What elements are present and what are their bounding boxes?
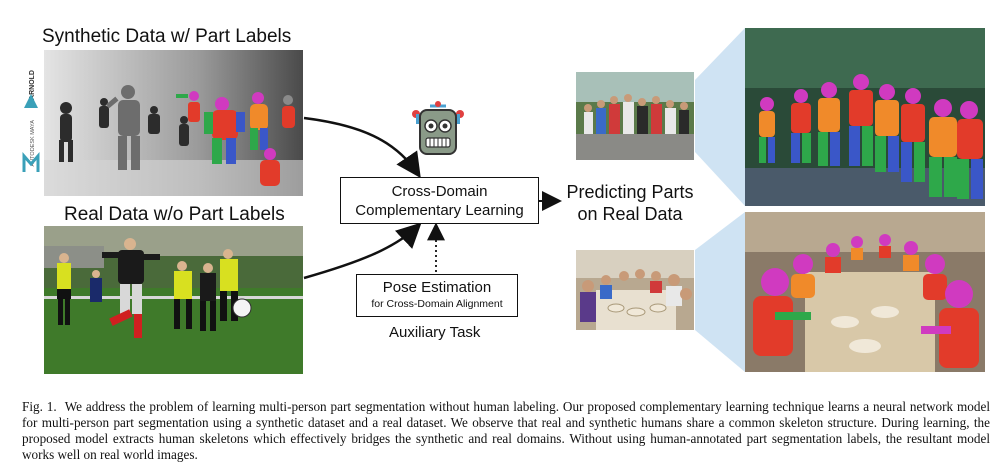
robot-icon <box>410 100 466 160</box>
synthetic-data-image <box>44 50 303 196</box>
caption-text: We address the problem of learning multi… <box>22 399 990 462</box>
pose-line2: for Cross-Domain Alignment <box>371 298 503 310</box>
real-data-title: Real Data w/o Part Labels <box>64 204 285 225</box>
pose-line1: Pose Estimation <box>382 279 492 296</box>
real-input-image-bottom <box>576 250 694 330</box>
arnold-logo-text: ARNOLD <box>29 70 36 100</box>
cdcl-line2: Complementary Learning <box>355 202 524 219</box>
pose-estimation-box: Pose Estimation for Cross-Domain Alignme… <box>356 274 518 317</box>
real-input-image-top <box>576 72 694 160</box>
prediction-image-bottom <box>745 212 985 372</box>
synthetic-to-cdcl-arrow <box>303 116 421 179</box>
maya-logo-text: AUTODESK MAYA <box>30 120 36 167</box>
predicting-parts-label: Predicting Parts on Real Data <box>566 181 694 225</box>
cross-domain-learning-box: Cross-Domain Complementary Learning <box>340 177 539 224</box>
zoom-wedge-bottom <box>695 212 745 372</box>
prediction-image-top <box>745 28 985 206</box>
predict-line1: Predicting Parts <box>566 182 694 202</box>
predict-line2: on Real Data <box>577 204 683 224</box>
zoom-wedge-top <box>695 28 745 206</box>
synthetic-data-title: Synthetic Data w/ Part Labels <box>42 26 292 47</box>
real-data-image <box>44 226 303 374</box>
figure-caption: Fig. 1.We address the problem of learnin… <box>22 399 990 463</box>
cdcl-line1: Cross-Domain <box>391 183 488 200</box>
real-to-cdcl-arrow <box>303 222 422 280</box>
figure-label: Fig. 1. <box>22 399 57 414</box>
software-logos: ARNOLD AUTODESK MAYA <box>20 60 42 175</box>
auxiliary-task-label: Auxiliary Task <box>389 324 481 341</box>
